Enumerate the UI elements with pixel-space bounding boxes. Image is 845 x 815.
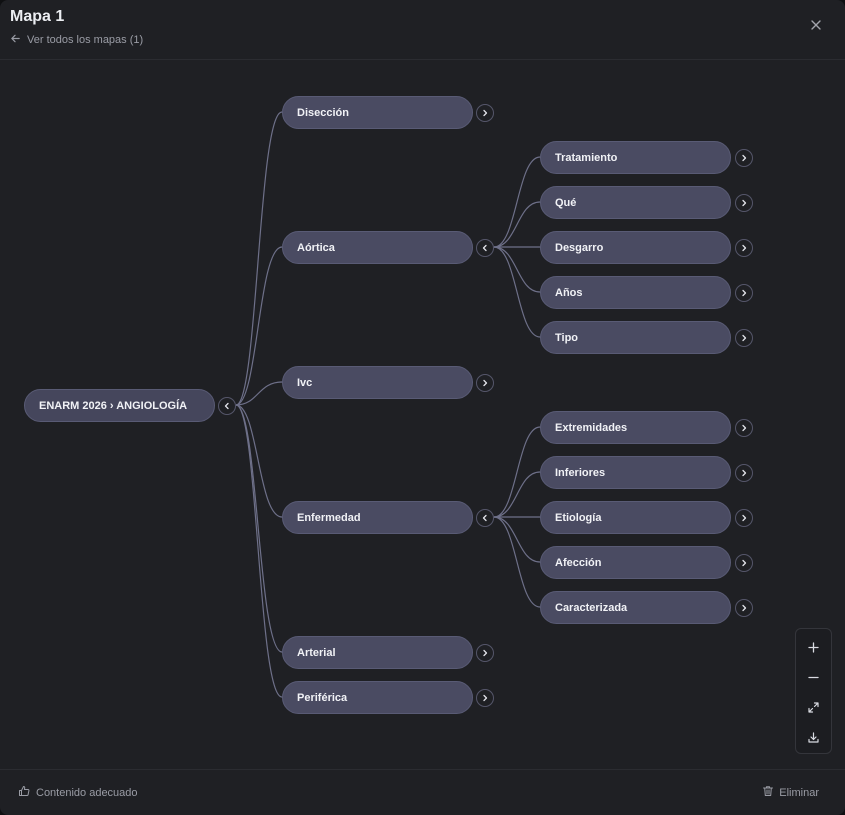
- chevron-right-icon: [742, 604, 747, 612]
- chevron-right-icon: [483, 694, 488, 702]
- arrow-left-icon: [10, 33, 21, 47]
- branch-node-label: Arterial: [297, 646, 336, 659]
- child-node-inferiores[interactable]: Inferiores: [540, 456, 731, 489]
- back-to-all-maps-link[interactable]: Ver todos los mapas (1): [10, 33, 143, 47]
- child-node-label: Caracterizada: [555, 601, 628, 614]
- chevron-right-icon: [742, 559, 747, 567]
- child-node-label: Tratamiento: [555, 151, 618, 164]
- chevron-right-icon: [483, 649, 488, 657]
- chevron-left-icon: [224, 402, 229, 410]
- branch-node-label: Ivc: [297, 376, 313, 389]
- page-title: Mapa 1: [10, 8, 65, 25]
- expand-toggle-diseccion[interactable]: [476, 104, 494, 122]
- child-node-etiologia[interactable]: Etiología: [540, 501, 731, 534]
- child-node-label: Extremidades: [555, 421, 628, 434]
- branch-node-periferica[interactable]: Periférica: [282, 681, 473, 714]
- chevron-right-icon: [742, 154, 747, 162]
- expand-toggle-afeccion[interactable]: [735, 554, 753, 572]
- root-node[interactable]: ENARM 2026 › ANGIOLOGÍA: [24, 389, 215, 422]
- expand-toggle-extremidades[interactable]: [735, 419, 753, 437]
- branch-node-diseccion[interactable]: Disección: [282, 96, 473, 129]
- chevron-left-icon: [482, 244, 487, 252]
- child-node-extremidades[interactable]: Extremidades: [540, 411, 731, 444]
- branch-node-label: Disección: [297, 106, 349, 119]
- child-node-label: Tipo: [555, 331, 579, 344]
- chevron-right-icon: [742, 424, 747, 432]
- chevron-right-icon: [742, 244, 747, 252]
- expand-toggle-desgarro[interactable]: [735, 239, 753, 257]
- branch-node-label: Aórtica: [297, 241, 335, 254]
- child-node-tratamiento[interactable]: Tratamiento: [540, 141, 731, 174]
- expand-toggle-etiologia[interactable]: [735, 509, 753, 527]
- zoom-in-button[interactable]: [796, 632, 831, 662]
- chevron-right-icon: [483, 109, 488, 117]
- branch-node-label: Enfermedad: [297, 511, 361, 524]
- expand-toggle-tipo[interactable]: [735, 329, 753, 347]
- feedback-label: Contenido adecuado: [36, 786, 138, 799]
- thumbs-up-icon: [18, 785, 30, 800]
- branch-node-enfermedad[interactable]: Enfermedad: [282, 501, 473, 534]
- feedback-button[interactable]: Contenido adecuado: [18, 785, 138, 800]
- chevron-right-icon: [742, 469, 747, 477]
- child-node-label: Años: [555, 286, 583, 299]
- chevron-left-icon: [482, 514, 487, 522]
- chevron-right-icon: [742, 289, 747, 297]
- expand-toggle-arterial[interactable]: [476, 644, 494, 662]
- child-node-label: Etiología: [555, 511, 602, 524]
- child-node-label: Inferiores: [555, 466, 606, 479]
- child-node-anos[interactable]: Años: [540, 276, 731, 309]
- zoom-out-button[interactable]: [796, 662, 831, 692]
- chevron-right-icon: [742, 514, 747, 522]
- minus-icon: [808, 676, 819, 678]
- header: Mapa 1 Ver todos los mapas (1): [0, 0, 845, 60]
- collapse-toggle-root[interactable]: [218, 397, 236, 415]
- footer: Contenido adecuado Eliminar: [0, 769, 845, 815]
- close-icon: [808, 20, 824, 37]
- download-icon: [808, 731, 819, 743]
- plus-icon: [808, 641, 819, 653]
- trash-icon: [762, 785, 774, 800]
- mindmap-edges: [235, 111, 541, 698]
- child-node-tipo[interactable]: Tipo: [540, 321, 731, 354]
- chevron-right-icon: [483, 379, 488, 387]
- branch-node-ivc[interactable]: Ivc: [282, 366, 473, 399]
- child-node-label: Qué: [555, 196, 577, 209]
- download-button[interactable]: [796, 722, 831, 752]
- expand-toggle-periferica[interactable]: [476, 689, 494, 707]
- fit-view-button[interactable]: [796, 692, 831, 722]
- expand-toggle-ivc[interactable]: [476, 374, 494, 392]
- delete-label: Eliminar: [779, 786, 819, 799]
- chevron-right-icon: [742, 334, 747, 342]
- expand-toggle-caracterizada[interactable]: [735, 599, 753, 617]
- collapse-toggle-aortica[interactable]: [476, 239, 494, 257]
- expand-toggle-anos[interactable]: [735, 284, 753, 302]
- close-button[interactable]: [808, 17, 824, 33]
- expand-icon: [808, 701, 819, 713]
- expand-toggle-inferiores[interactable]: [735, 464, 753, 482]
- branch-node-aortica[interactable]: Aórtica: [282, 231, 473, 264]
- chevron-right-icon: [742, 199, 747, 207]
- child-node-caracterizada[interactable]: Caracterizada: [540, 591, 731, 624]
- expand-toggle-tratamiento[interactable]: [735, 149, 753, 167]
- child-node-que[interactable]: Qué: [540, 186, 731, 219]
- child-node-desgarro[interactable]: Desgarro: [540, 231, 731, 264]
- delete-button[interactable]: Eliminar: [762, 785, 819, 800]
- child-node-afeccion[interactable]: Afección: [540, 546, 731, 579]
- root-node-label: ENARM 2026 › ANGIOLOGÍA: [39, 399, 188, 412]
- back-link-label: Ver todos los mapas (1): [27, 34, 144, 46]
- child-node-label: Desgarro: [555, 241, 604, 254]
- expand-toggle-que[interactable]: [735, 194, 753, 212]
- zoom-controls: [795, 628, 832, 754]
- branch-node-label: Periférica: [297, 691, 348, 704]
- mindmap-canvas[interactable]: ENARM 2026 › ANGIOLOGÍA Disección Aórtic…: [0, 60, 845, 769]
- branch-node-arterial[interactable]: Arterial: [282, 636, 473, 669]
- child-node-label: Afección: [555, 556, 602, 569]
- collapse-toggle-enfermedad[interactable]: [476, 509, 494, 527]
